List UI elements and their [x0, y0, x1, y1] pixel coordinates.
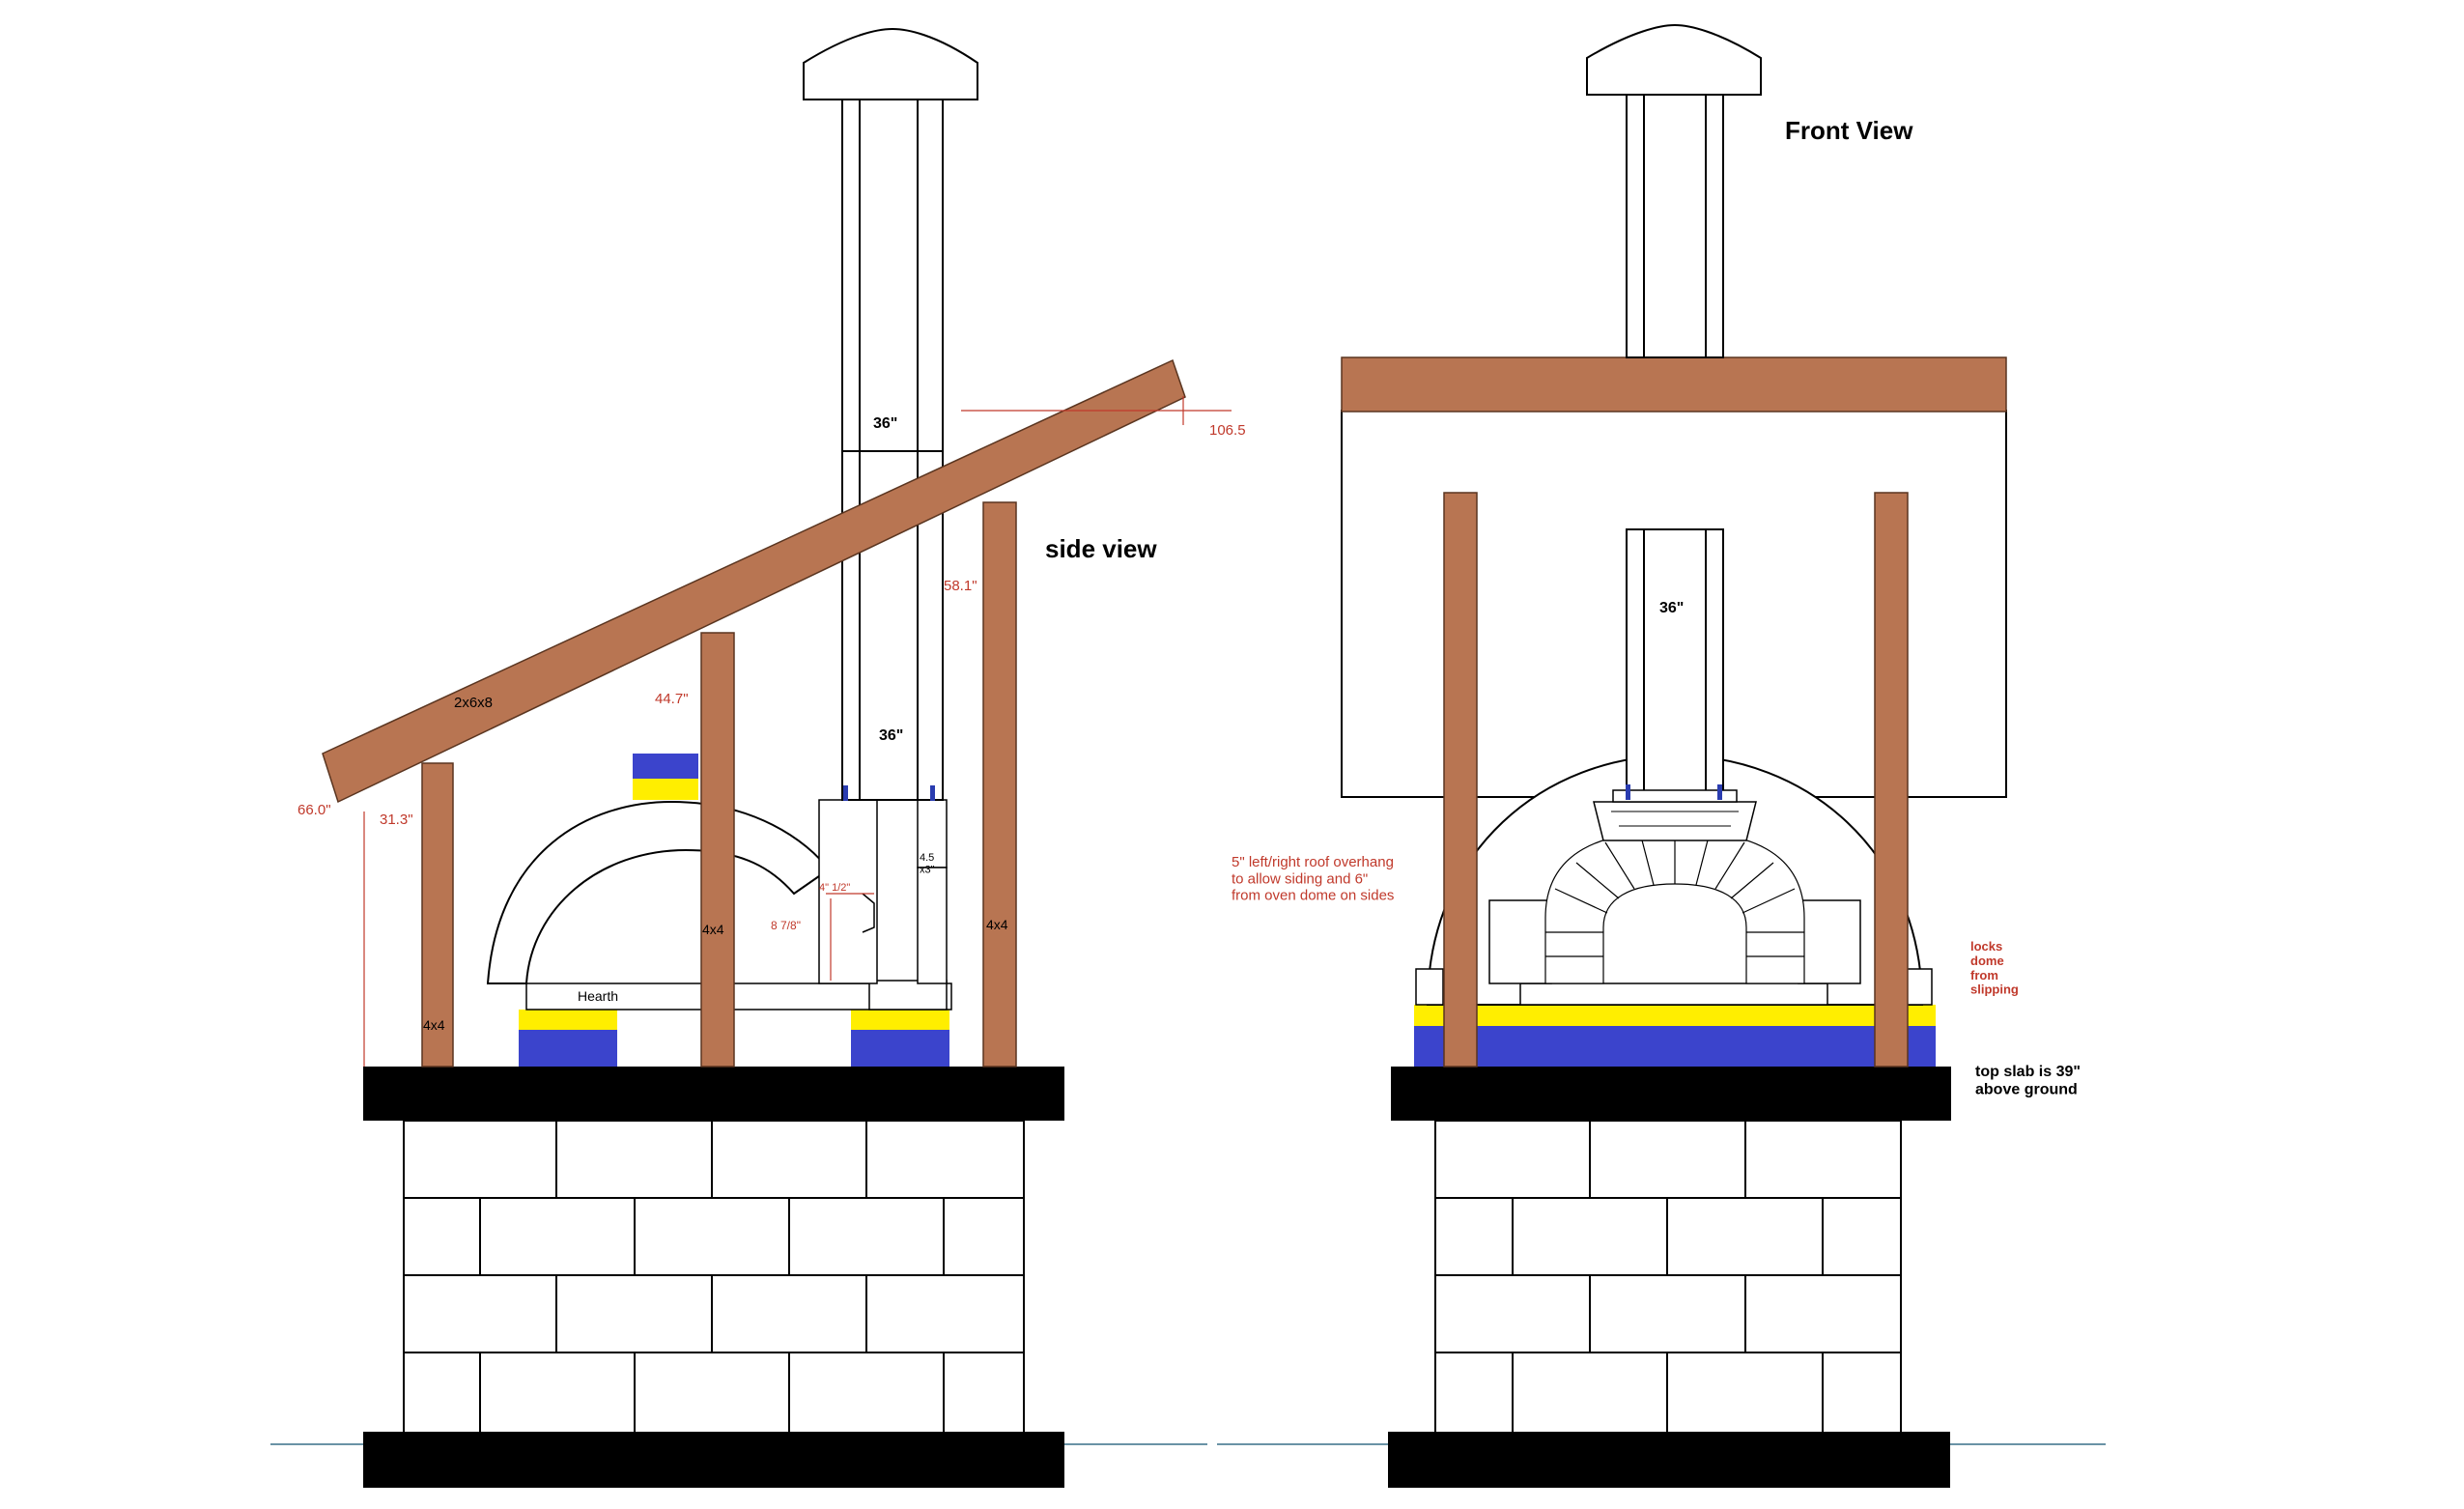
dim-door-depth: 4" 1/2" [819, 882, 850, 894]
post-middle-label: 4x4 [702, 922, 724, 937]
front-upper-flue [1626, 94, 1724, 358]
front-flue-label: 36" [1659, 600, 1684, 616]
front-post-left [1443, 492, 1478, 1068]
side-stand-body [403, 1120, 1025, 1435]
side-vent-box [818, 799, 948, 984]
side-post-middle [700, 632, 735, 1068]
front-view: Front View 36" 5" left/right roof overha… [1217, 23, 2106, 1488]
side-post-right [982, 501, 1017, 1068]
side-chimney-cap [803, 27, 978, 100]
side-flue [841, 99, 944, 801]
front-insulation-blue [1414, 1026, 1936, 1067]
hearth-label: Hearth [578, 988, 618, 1004]
post-left-label: 4x4 [423, 1017, 445, 1033]
side-flue-lower-label: 36" [879, 727, 903, 744]
front-block-stand [1434, 1120, 1902, 1435]
side-insulation [519, 754, 949, 1067]
front-bottom-slab [1388, 1432, 1950, 1488]
front-roof-beam [1341, 356, 2007, 413]
front-flue-collar [1612, 789, 1738, 803]
front-lower-flue [1626, 528, 1724, 793]
side-rafter [322, 358, 1186, 804]
side-view: Hearth [270, 27, 1246, 1488]
front-flange-right [1717, 784, 1722, 800]
side-dimension-lines [363, 396, 1232, 1067]
side-top-slab [363, 1067, 1064, 1121]
side-posts [421, 501, 1017, 1068]
slab-note: top slab is 39"above ground [1975, 1064, 2081, 1097]
side-oven-dome [486, 800, 831, 984]
dim-door-height: 8 7/8" [771, 919, 801, 932]
side-post-left [421, 762, 454, 1068]
front-side-block-right [1798, 899, 1861, 984]
side-block-stand [403, 1120, 1025, 1435]
side-bottom-slab [363, 1432, 1064, 1488]
side-flange-left [843, 785, 848, 801]
front-post-right [1874, 492, 1909, 1068]
dim-top-height: 106.5 [1209, 422, 1246, 439]
front-brick-arch [1544, 830, 1805, 984]
dim-left-post: 31.3" [380, 811, 413, 828]
front-side-block-left [1488, 899, 1552, 984]
front-insulation-yellow [1414, 1005, 1936, 1026]
front-top-slab [1391, 1067, 1951, 1121]
front-lock-right [1904, 968, 1933, 1006]
side-hearth [525, 980, 952, 1011]
front-flange-left [1626, 784, 1630, 800]
front-lock-left [1415, 968, 1444, 1006]
side-flue-upper-label: 36" [873, 415, 897, 432]
front-chimney-cap [1586, 23, 1762, 96]
side-view-title: side view [1045, 534, 1157, 563]
front-throat [1593, 801, 1757, 841]
dim-front-left: 66.0" [297, 802, 331, 818]
dim-right-post: 58.1" [944, 578, 977, 594]
front-hearth [1519, 982, 1828, 1006]
post-right-label: 4x4 [986, 917, 1008, 932]
side-flange-right [930, 785, 935, 801]
front-view-title: Front View [1785, 116, 1913, 145]
dim-middle-post: 44.7" [655, 691, 689, 707]
rafter-label: 2x6x8 [454, 695, 493, 711]
